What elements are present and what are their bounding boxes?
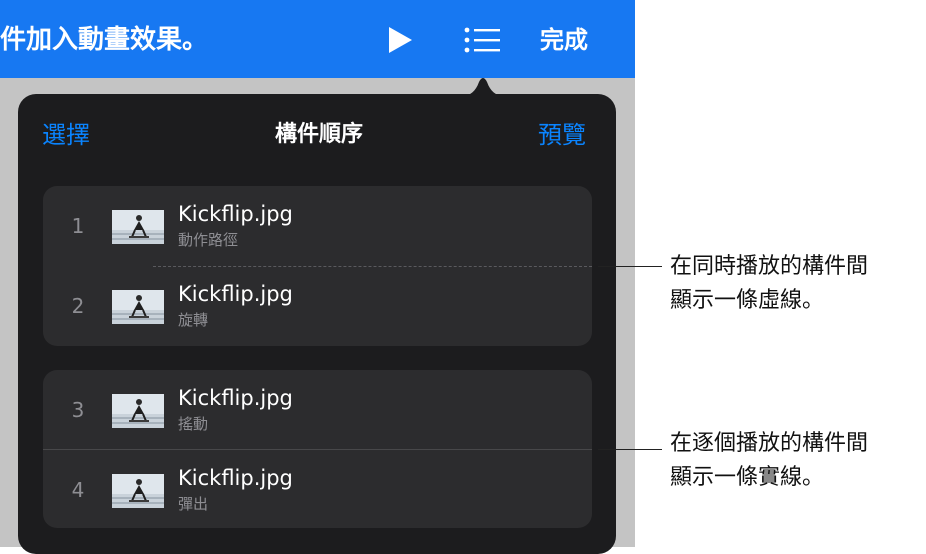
effect-name: 動作路徑 — [178, 231, 239, 249]
done-button[interactable]: 完成 — [540, 26, 588, 54]
play-icon — [389, 27, 412, 53]
callout-line-1: 在同時播放的構件間 — [670, 254, 869, 279]
play-button[interactable] — [384, 24, 416, 56]
preview-button[interactable]: 預覽 — [538, 121, 586, 149]
toolbar-title: 件加入動畫效果。 — [0, 25, 209, 55]
effect-name: 旋轉 — [178, 311, 209, 329]
build-row[interactable]: 4 Kickflip.jpg 彈出 — [43, 450, 592, 530]
effect-name: 搖動 — [178, 415, 209, 433]
build-number: 1 — [71, 214, 85, 238]
dashed-separator — [153, 266, 592, 267]
build-number: 3 — [71, 398, 85, 422]
file-name: Kickflip.jpg — [178, 282, 293, 306]
animation-list-button[interactable] — [462, 24, 502, 56]
build-group: 1 Kickflip.jpg 動作路徑 2 Kickflip.jpg 旋轉 — [43, 186, 592, 346]
callout-line-2: 顯示一條虛線。 — [670, 288, 825, 313]
file-name: Kickflip.jpg — [178, 202, 293, 226]
build-group: 3 Kickflip.jpg 搖動 4 Kickflip.jpg 彈出 — [43, 370, 592, 528]
build-row[interactable]: 2 Kickflip.jpg 旋轉 — [43, 266, 592, 346]
file-name: Kickflip.jpg — [178, 386, 293, 410]
callout-solid-line: 在逐個播放的構件間 顯示一條實線。 — [670, 427, 920, 495]
callout-dashed-line: 在同時播放的構件間 顯示一條虛線。 — [670, 250, 920, 318]
image-thumbnail-icon — [112, 210, 164, 244]
popover-title: 構件順序 — [274, 122, 363, 147]
build-number: 4 — [71, 478, 85, 502]
image-thumbnail-icon — [112, 474, 164, 508]
file-name: Kickflip.jpg — [178, 466, 293, 490]
list-icon — [464, 27, 500, 53]
image-thumbnail-icon — [112, 394, 164, 428]
solid-separator — [43, 449, 592, 450]
toolbar: 件加入動畫效果。 完成 — [0, 0, 635, 78]
popover-arrow — [462, 78, 504, 96]
build-number: 2 — [71, 294, 85, 318]
callout-line-1: 在逐個播放的構件間 — [670, 431, 869, 456]
callout-leader-line — [598, 449, 662, 450]
callout-leader-line — [598, 266, 662, 267]
select-button[interactable]: 選擇 — [42, 121, 90, 149]
build-row[interactable]: 1 Kickflip.jpg 動作路徑 — [43, 186, 592, 266]
build-row[interactable]: 3 Kickflip.jpg 搖動 — [43, 370, 592, 450]
effect-name: 彈出 — [178, 495, 209, 513]
image-thumbnail-icon — [112, 290, 164, 324]
callout-line-2: 顯示一條實線。 — [670, 465, 825, 490]
